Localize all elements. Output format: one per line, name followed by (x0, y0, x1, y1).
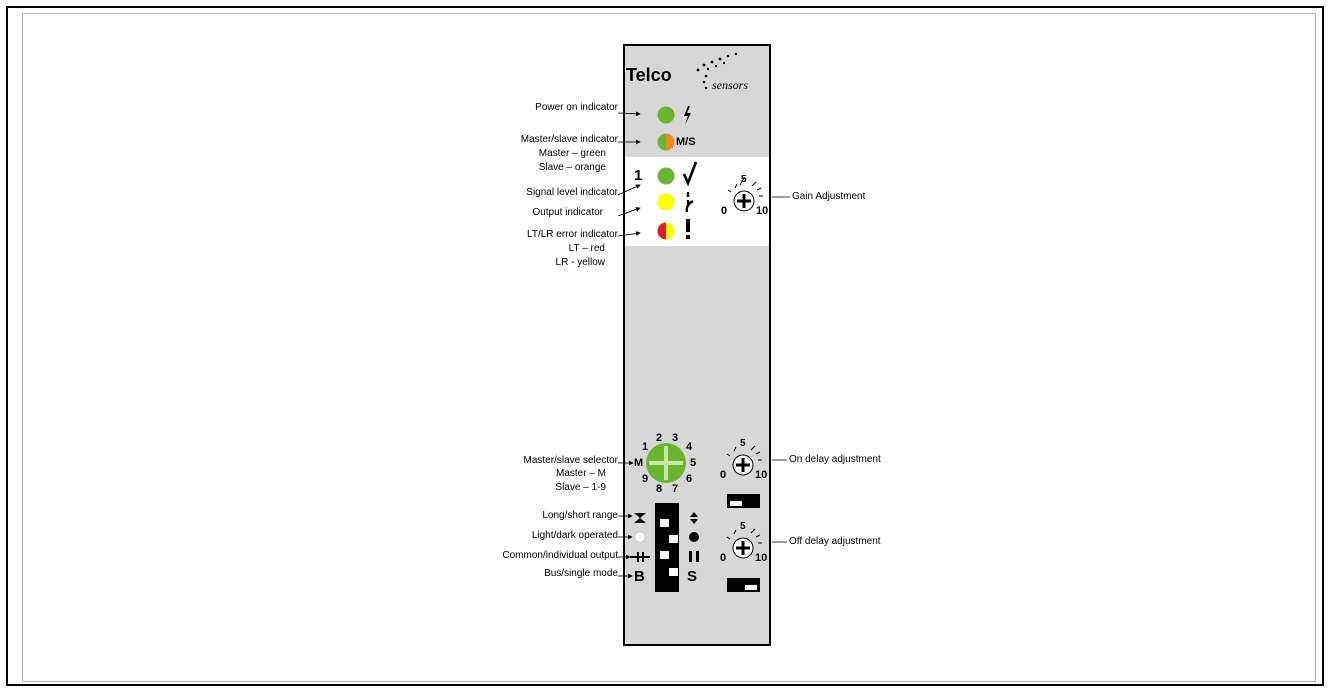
label-common-individual: Common/individual output (502, 550, 618, 561)
gain-max: 10 (756, 205, 769, 217)
selector-knob (646, 443, 686, 483)
range-icon (690, 512, 698, 524)
selector-pos-6: 6 (686, 473, 693, 485)
label-off-delay: Off delay adjustment (789, 536, 881, 547)
label-on-delay: On delay adjustment (789, 454, 881, 465)
label-selector: Master/slave selector (523, 455, 618, 466)
label-selector-master: Master – M (555, 468, 606, 479)
arrow-error (617, 231, 641, 237)
logo-dots (696, 52, 738, 90)
brand-suffix: sensors (712, 78, 749, 92)
gain-dial (727, 177, 763, 212)
dip-switch-2 (669, 535, 678, 543)
label-bus-single: Bus/single mode (544, 568, 618, 579)
label-master-slave: Master/slave indicator (520, 134, 618, 145)
on-delay-min: 0 (720, 469, 727, 481)
gain-mid: 5 (741, 174, 747, 185)
checkmark-icon (682, 161, 698, 187)
error-led (657, 222, 675, 240)
signal-led (657, 167, 675, 185)
label-lr-yellow: LR - yellow (555, 257, 605, 268)
brand-name: Telco (626, 65, 672, 85)
light-icon (634, 531, 646, 543)
label-light-dark: Light/dark operated (531, 530, 618, 541)
label-lt-lr-error: LT/LR error indicator (527, 229, 618, 240)
exclamation-icon (686, 219, 690, 239)
label-output: Output indicator (532, 207, 603, 218)
on-delay-switch-slider (730, 501, 742, 506)
off-delay-switch-slider (745, 585, 757, 590)
signal-icon (685, 192, 694, 213)
selector-pos-4: 4 (686, 441, 693, 453)
selector-pos-3: 3 (672, 432, 679, 444)
label-power-on: Power on indicator (535, 102, 618, 113)
on-delay-dial (726, 445, 762, 476)
individual-output-icon (689, 551, 699, 562)
label-lt-red: LT – red (568, 243, 605, 254)
inner-frame (22, 13, 1316, 682)
power-led (657, 106, 675, 124)
arrow-signal (617, 184, 641, 196)
off-delay-dial (726, 528, 762, 559)
selector-pos-8: 8 (656, 483, 663, 495)
single-letter: S (687, 568, 698, 585)
lightning-icon (684, 106, 691, 125)
selector-pos-2: 2 (656, 432, 663, 444)
arrow-power (617, 111, 641, 117)
dip-switch-3 (660, 551, 669, 559)
on-delay-max: 10 (755, 469, 768, 481)
dip-switch-4 (669, 568, 678, 576)
selector-pos-9: 9 (642, 473, 649, 485)
off-delay-mid: 5 (740, 521, 746, 532)
selector-pos-7: 7 (672, 483, 679, 495)
off-delay-min: 0 (720, 552, 727, 564)
off-delay-max: 10 (755, 552, 768, 564)
label-gain: Gain Adjustment (792, 191, 866, 202)
label-signal-level: Signal level indicator (526, 187, 618, 198)
selector-pos-1: 1 (642, 441, 649, 453)
on-delay-mid: 5 (740, 438, 746, 449)
common-output-icon (630, 552, 650, 562)
ms-symbol: M/S (676, 136, 696, 148)
selector-pos-m: M (634, 457, 644, 469)
bus-letter: B (634, 568, 645, 585)
arrow-output (617, 207, 641, 217)
output-led (657, 193, 675, 211)
dip-switch-1 (660, 519, 669, 527)
label-selector-slave: Slave – 1-9 (555, 482, 606, 493)
channel-number: 1 (634, 167, 643, 184)
hourglass-icon (634, 513, 646, 523)
label-master-green: Master – green (538, 148, 606, 159)
label-slave-orange: Slave – orange (538, 162, 606, 173)
gain-min: 0 (721, 205, 728, 217)
outer-frame (6, 6, 1324, 686)
dark-icon (689, 532, 699, 542)
selector-pos-5: 5 (690, 457, 697, 469)
dip-switch-block (655, 503, 679, 592)
label-long-short: Long/short range (542, 510, 618, 521)
ms-led (657, 133, 675, 151)
